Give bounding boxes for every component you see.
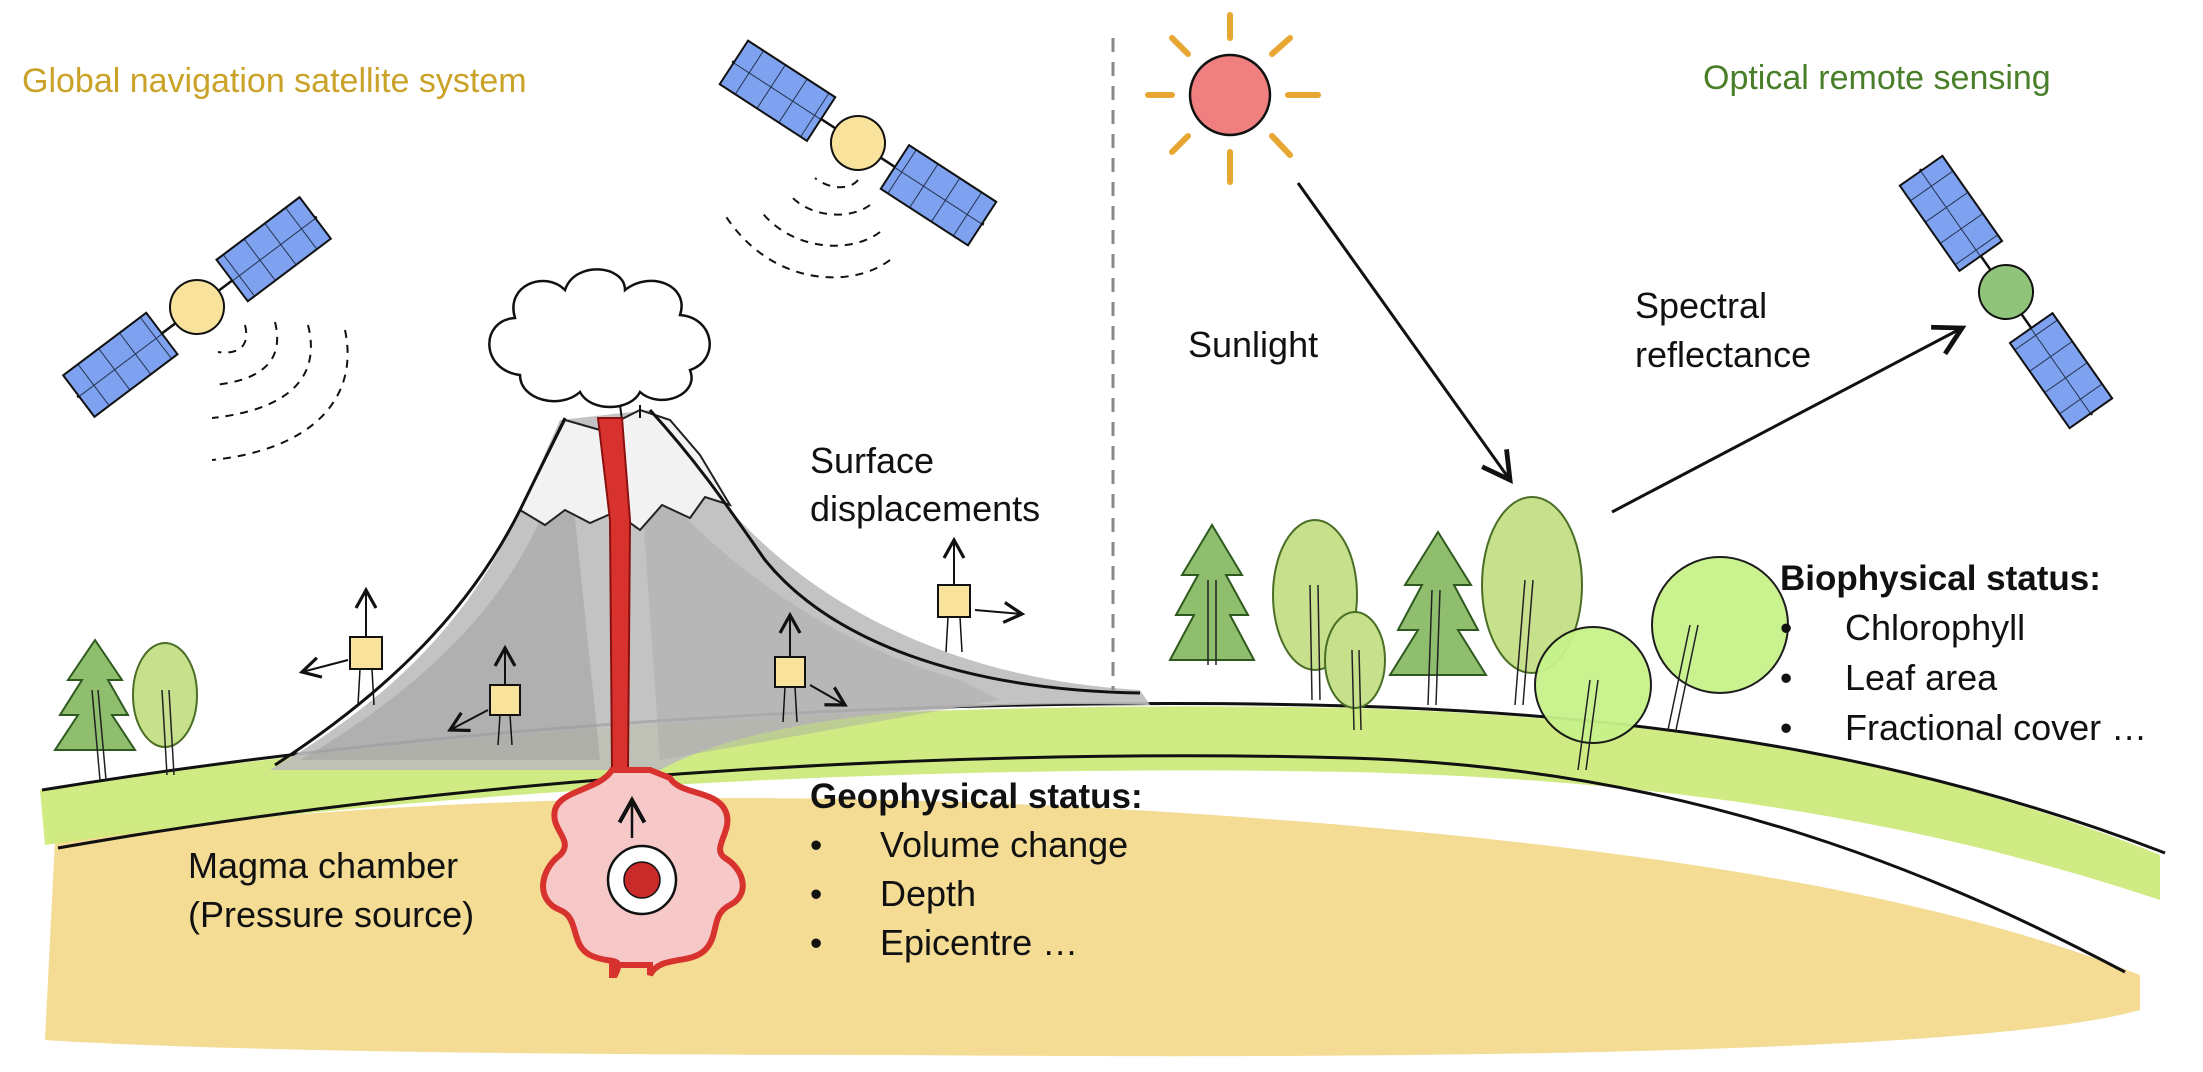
- gnss-station: [937, 536, 1026, 653]
- solar-panel: [879, 143, 998, 247]
- sun-disc: [1188, 53, 1272, 137]
- gnss-station: [447, 644, 521, 746]
- bio-item: Fractional cover …: [1845, 707, 2147, 748]
- gnss-title: Global navigation satellite system: [22, 62, 527, 100]
- solar-panel: [61, 311, 179, 419]
- satellite-body: [169, 279, 225, 335]
- gnss-signal-waves: [211, 177, 891, 461]
- bio-item: Leaf area: [1845, 657, 1998, 698]
- geophysical-status: Geophysical status: • Volume change • De…: [810, 777, 1143, 963]
- eruption-cloud: [488, 268, 711, 409]
- deciduous-tree: [1324, 611, 1386, 709]
- surface-displacements-label: Surface displacements: [810, 440, 1040, 529]
- deciduous-tree: [1651, 556, 1789, 694]
- solar-panel: [1898, 154, 2004, 273]
- volcano-body: [270, 410, 1150, 770]
- crust-boundary-line: [57, 754, 2126, 974]
- volcano: [270, 268, 1150, 978]
- conifer-tree: [1168, 523, 1256, 661]
- reflectance-arrow: [1611, 324, 1967, 514]
- sun-rays: [1145, 12, 1321, 185]
- geo-item: Epicentre …: [880, 922, 1078, 963]
- gnss-station: [774, 611, 848, 723]
- optical-title: Optical remote sensing: [1703, 59, 2051, 97]
- volcano-outline: [274, 408, 1141, 767]
- deciduous-tree: [1534, 626, 1652, 744]
- bullet: •: [810, 826, 822, 865]
- conifer-tree: [53, 638, 137, 751]
- forest: [1168, 496, 1789, 771]
- sunlight-label: Sunlight: [1188, 324, 1318, 365]
- magma-chamber-label: Magma chamber (Pressure source): [188, 845, 474, 935]
- left-trees: [53, 638, 198, 781]
- sunlight-arrow: [1296, 182, 1513, 485]
- spectral-reflectance-label: Spectral reflectance: [1635, 285, 1811, 375]
- satellite-body: [830, 115, 886, 171]
- bullet: •: [1780, 659, 1792, 698]
- bio-item: Chlorophyll: [1845, 607, 2025, 648]
- geo-item: Volume change: [880, 824, 1128, 865]
- bullet: •: [810, 924, 822, 963]
- biophysical-heading: Biophysical status:: [1780, 559, 2101, 598]
- gnss-station: [298, 586, 383, 706]
- conifer-tree: [1388, 530, 1488, 676]
- gnss-satellite-top: [718, 39, 998, 247]
- bullet: •: [1780, 609, 1792, 648]
- geophysical-heading: Geophysical status:: [810, 777, 1143, 816]
- geo-item: Depth: [880, 873, 976, 914]
- gnss-stations: [298, 536, 1026, 746]
- satellite-body: [1978, 264, 2034, 320]
- biophysical-status: Biophysical status: • Chlorophyll • Leaf…: [1780, 559, 2147, 748]
- solar-panel: [718, 39, 837, 143]
- bullet: •: [810, 875, 822, 914]
- solar-panel: [215, 195, 333, 303]
- solar-panel: [2008, 311, 2114, 430]
- bullet: •: [1780, 709, 1792, 748]
- sun: [1145, 12, 1321, 185]
- gnss-satellite-left: [61, 195, 333, 419]
- optical-satellite: [1898, 154, 2114, 430]
